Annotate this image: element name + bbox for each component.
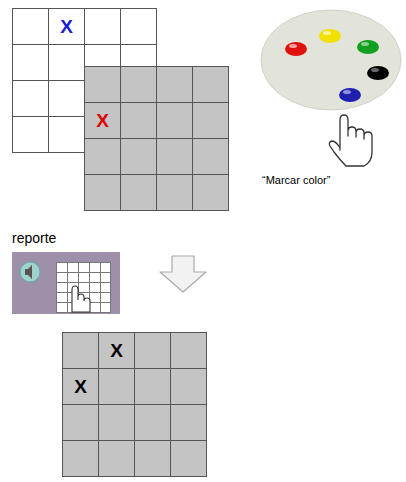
- cell-mark: X: [96, 111, 109, 130]
- result-grid: [63, 333, 207, 477]
- cell-mark: X: [74, 377, 87, 396]
- grid-cell: X: [49, 9, 84, 44]
- down-arrow: [160, 256, 206, 292]
- hand-icon: [329, 115, 372, 166]
- cell-mark: X: [110, 341, 123, 360]
- cell-mark: X: [60, 17, 73, 36]
- color-palette: [261, 10, 401, 110]
- gray-grid: [85, 67, 229, 211]
- grid-cell: X: [63, 369, 98, 404]
- grid-cell: X: [99, 333, 134, 368]
- caption-label: “Marcar color”: [262, 174, 330, 186]
- grid-cell: X: [85, 103, 120, 138]
- report-icon: [12, 252, 120, 314]
- section-label: reporte: [12, 230, 56, 246]
